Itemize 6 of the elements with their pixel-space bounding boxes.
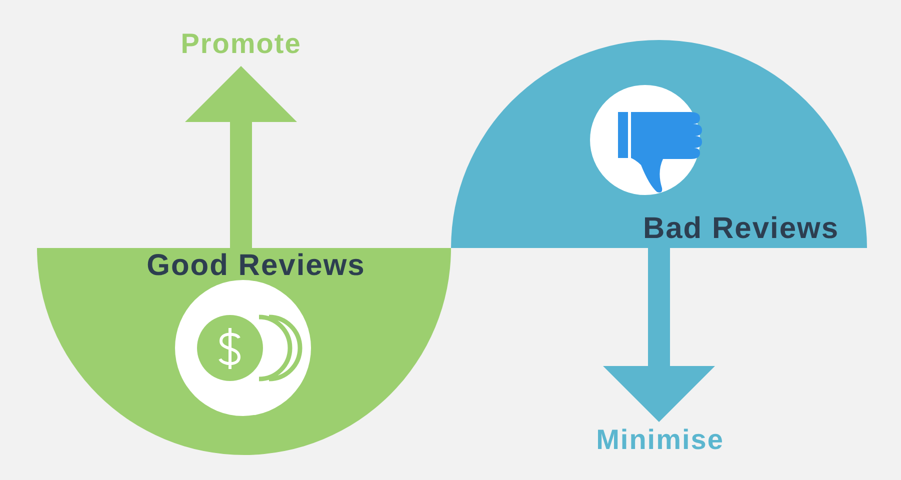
action-label: Promote <box>180 28 302 60</box>
heading: Bad Reviews <box>642 212 840 246</box>
heading: Good Reviews <box>146 249 366 283</box>
arrow <box>185 66 297 248</box>
action-label: Minimise <box>595 424 725 456</box>
arrow <box>603 248 715 422</box>
